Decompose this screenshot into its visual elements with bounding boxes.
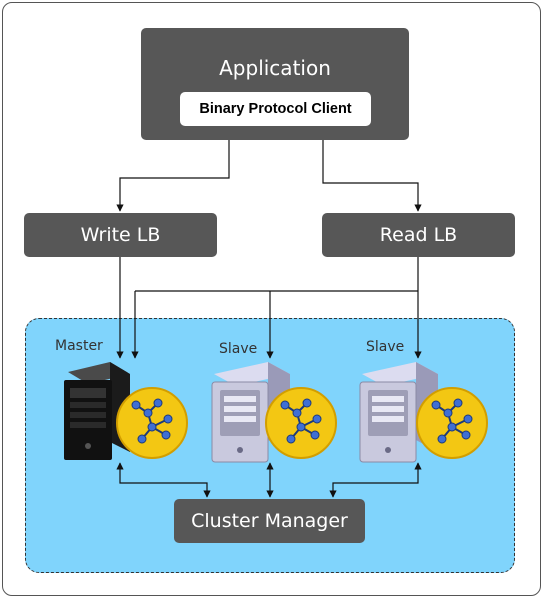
write-lb-box: Write LB: [24, 213, 217, 257]
slave2-cm-arrow: [329, 462, 422, 498]
write-lb-label: Write LB: [80, 224, 161, 246]
cluster-manager-box: Cluster Manager: [174, 499, 365, 543]
app-to-write-lb-arrow: [116, 140, 230, 212]
slave-1-label: Slave: [219, 341, 258, 357]
server-tower-icon: [211, 362, 290, 463]
application-label: Application: [219, 56, 331, 80]
server-tower-icon: [64, 362, 130, 460]
client-label: Binary Protocol Client: [199, 101, 352, 117]
master-label: Master: [55, 338, 103, 354]
binary-protocol-client-box: Binary Protocol Client: [180, 92, 371, 126]
graph-database-icon: [265, 387, 337, 459]
graph-database-icon: [416, 387, 488, 459]
slave-2-label: Slave: [366, 339, 405, 355]
read-lb-label: Read LB: [379, 224, 458, 246]
graph-database-icon: [116, 387, 188, 459]
cluster-manager-label: Cluster Manager: [191, 510, 348, 532]
read-lb-box: Read LB: [322, 213, 515, 257]
app-to-read-lb-arrow: [322, 140, 422, 212]
master-cm-arrow: [116, 462, 211, 498]
